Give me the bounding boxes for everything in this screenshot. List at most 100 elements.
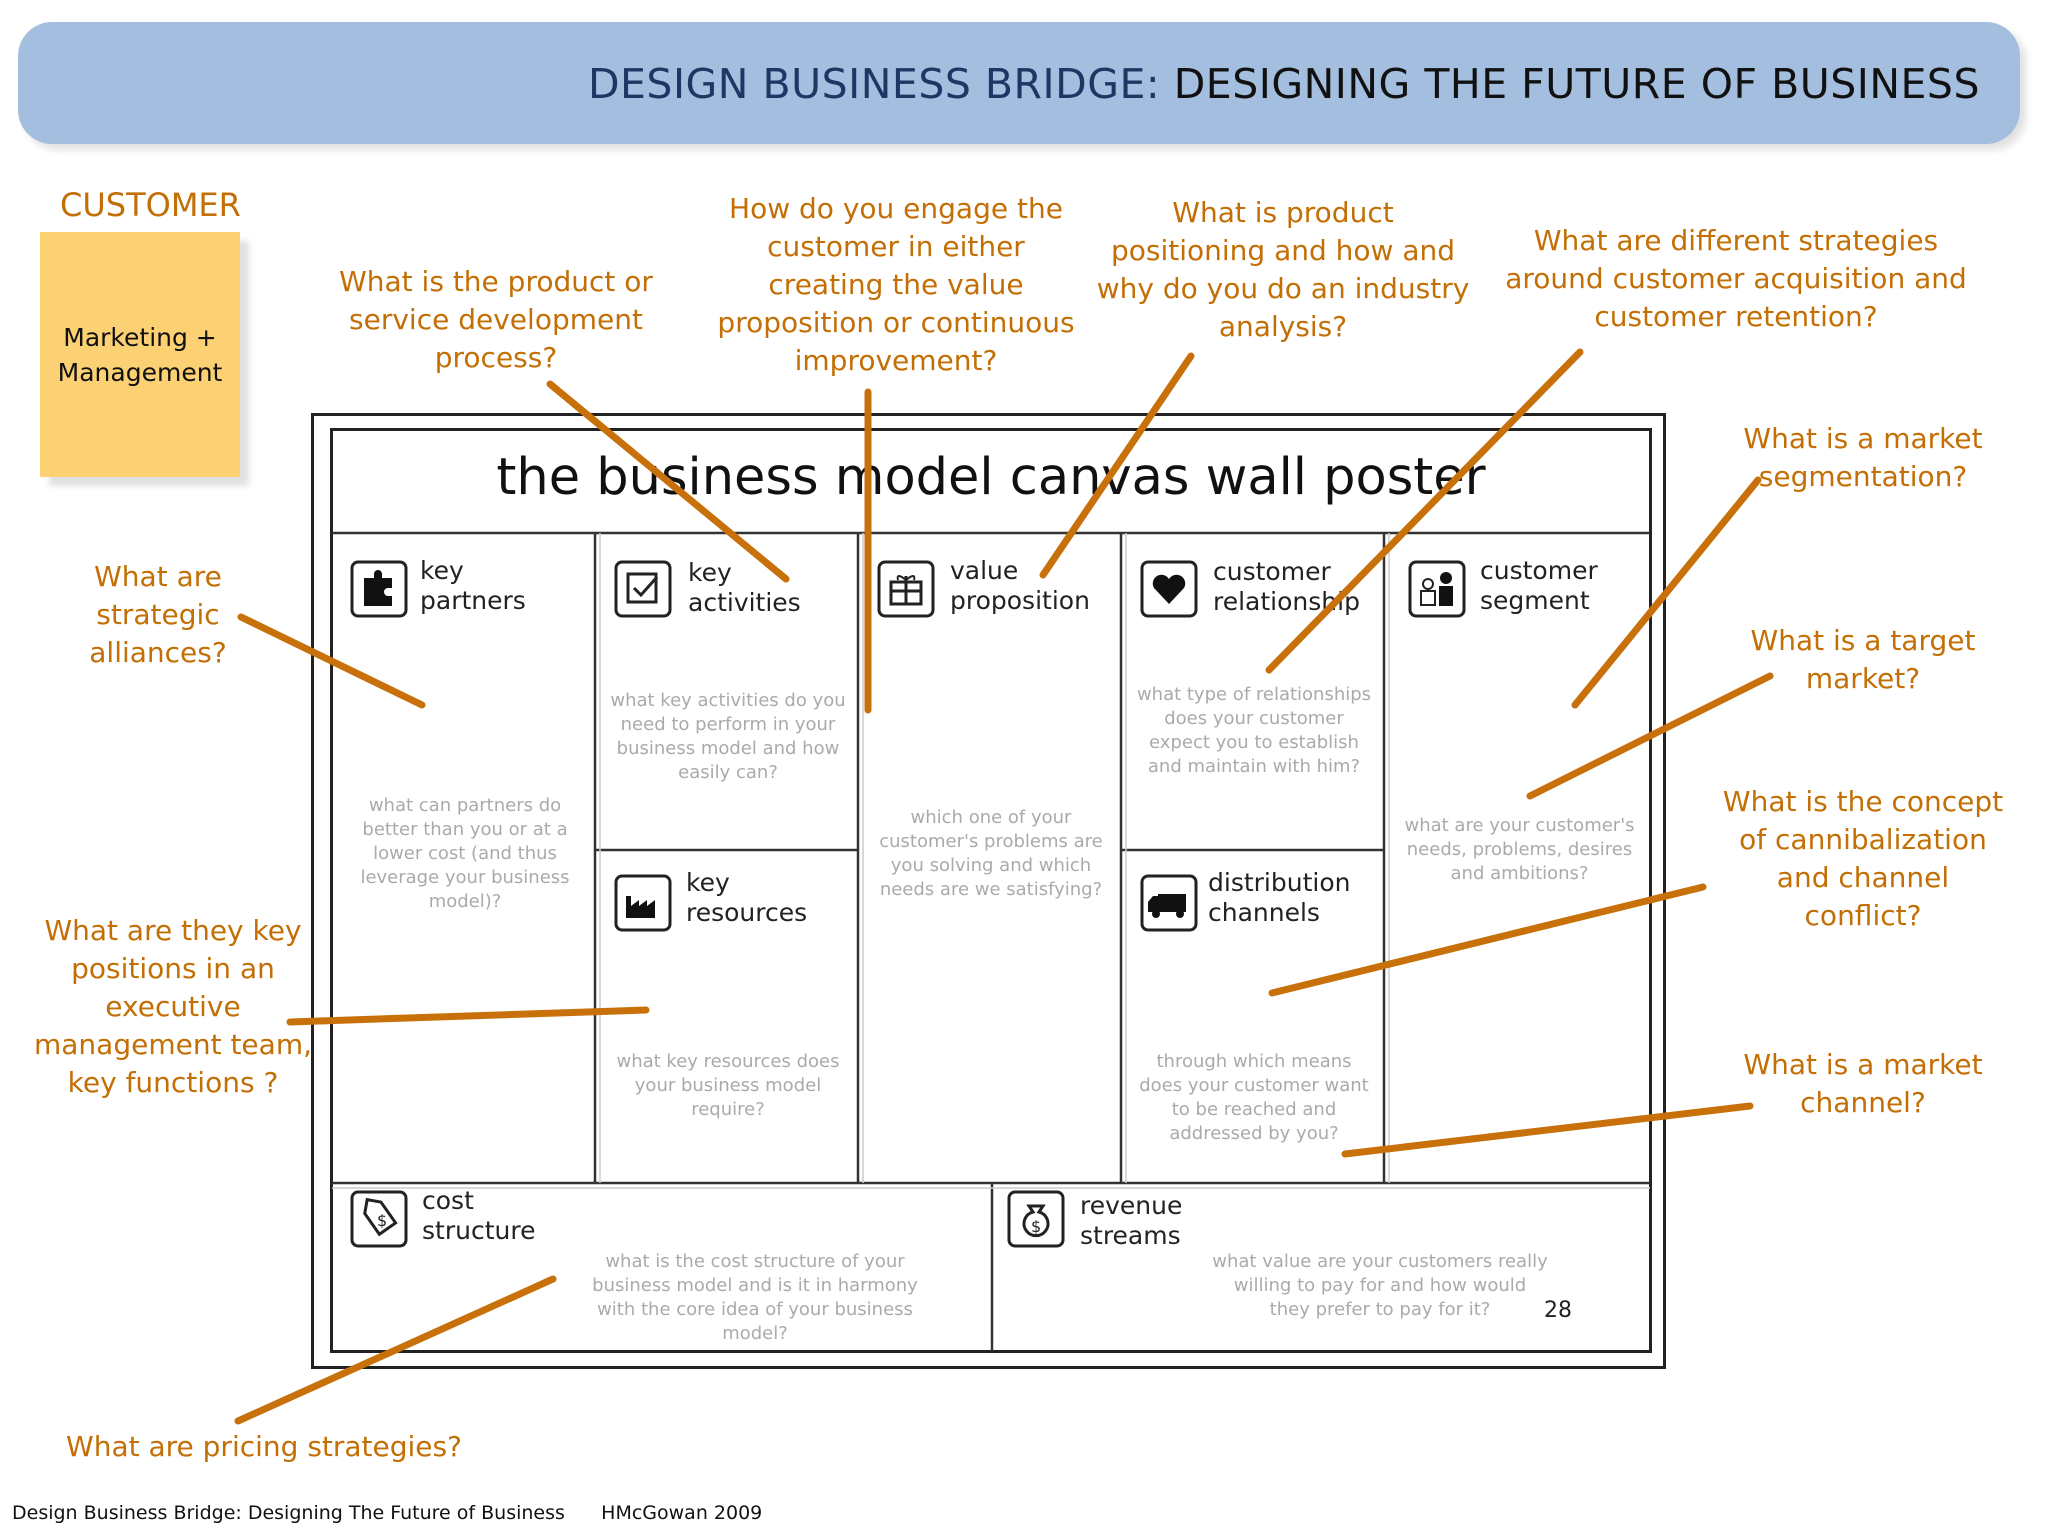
connector-pricing	[234, 1275, 557, 1425]
q-line: customer retention?	[1594, 300, 1878, 333]
cell-desc-line: leverage your business	[360, 867, 570, 888]
q-line: analysis?	[1218, 310, 1348, 343]
q-line: process?	[434, 341, 558, 374]
cell-desc-line: does your customer	[1164, 708, 1344, 729]
q-line: strategic	[96, 598, 220, 631]
connector-product-dev	[546, 380, 790, 583]
banner-title-highlight: DESIGN BUSINESS BRIDGE:	[587, 60, 1161, 108]
banner-title: DESIGN BUSINESS BRIDGE: DESIGNING THE FU…	[588, 60, 1980, 108]
svg-text:$: $	[377, 1211, 387, 1230]
q-line: channel?	[1800, 1086, 1926, 1119]
cell-desc-line: customer's problems are	[879, 831, 1103, 852]
footer-right: HMcGowan 2009	[601, 1502, 763, 1524]
cell-desc-line: model)?	[428, 891, 502, 912]
q-line: What is the product or	[339, 265, 653, 298]
cell-title-line: distribution	[1208, 868, 1351, 897]
q-line: conflict?	[1804, 899, 1922, 932]
cell-desc-line: business model and how	[616, 738, 840, 759]
cell-title-line: proposition	[950, 586, 1090, 615]
q-line: key functions ?	[67, 1066, 279, 1099]
footer: Design Business Bridge: Designing The Fu…	[12, 1502, 762, 1524]
cell-title-line: cost	[422, 1186, 474, 1215]
q-line: improvement?	[794, 344, 998, 377]
customer-label: CUSTOMER	[60, 186, 241, 224]
people-icon	[1408, 560, 1466, 618]
cell-desc-line: your business model	[634, 1075, 822, 1096]
q-line: How do you engage the	[729, 192, 1063, 225]
cell-desc-value-proposition: which one of your customer's problems are…	[866, 806, 1116, 902]
cell-desc-line: what are your customer's	[1404, 815, 1635, 836]
q-line: customer in either	[767, 230, 1025, 263]
connector-segmentation	[1571, 476, 1762, 709]
q-line: What is the concept	[1722, 785, 2004, 818]
q-line: positions in an	[71, 952, 275, 985]
cell-desc-line: what type of relationships	[1136, 684, 1372, 705]
factory-icon	[614, 874, 672, 932]
truck-icon	[1140, 874, 1198, 932]
cell-desc-line: what is the cost structure of your	[605, 1251, 905, 1272]
heart-icon	[1140, 560, 1198, 618]
cell-title-line: value	[950, 556, 1019, 585]
checkbox-icon	[614, 560, 672, 618]
q-line: around customer acquisition and	[1505, 262, 1967, 295]
cell-desc-line: with the core idea of your business	[597, 1299, 913, 1320]
cell-title-line: channels	[1208, 898, 1320, 927]
q-line: management team,	[33, 1028, 313, 1061]
cell-desc-line: through which means	[1156, 1051, 1352, 1072]
q-line: alliances?	[89, 636, 227, 669]
banner-title-rest: DESIGNING THE FUTURE OF BUSINESS	[1173, 60, 1980, 108]
connector-alliances	[237, 613, 426, 709]
cell-desc-line: need to perform in your	[620, 714, 836, 735]
cell-desc-line: model?	[722, 1323, 788, 1344]
q-line: why do you do an industry	[1096, 272, 1470, 305]
cell-title-line: structure	[422, 1216, 536, 1245]
cell-title-line: resources	[686, 898, 808, 927]
gift-icon	[877, 560, 935, 618]
cell-desc-line: to be reached and	[1171, 1099, 1337, 1120]
price-tag-icon: $	[350, 1190, 408, 1248]
cell-desc-line: needs are we satisfying?	[879, 879, 1103, 900]
cell-title-line: segment	[1480, 586, 1590, 615]
cell-desc-line: you solving and which	[890, 855, 1092, 876]
cell-desc-customer-segment: what are your customer's needs, problems,…	[1392, 814, 1647, 886]
q-line: positioning and how and	[1110, 234, 1456, 267]
question-alliances: What are strategic alliances?	[89, 558, 226, 672]
cell-desc-line: business model and is it in harmony	[592, 1275, 918, 1296]
connector-positioning	[1039, 352, 1195, 579]
connector-target	[1526, 672, 1774, 800]
q-line: What is a market	[1743, 422, 1983, 455]
cell-desc-line: easily can?	[678, 762, 778, 783]
question-positioning: What is product positioning and how and wh…	[1097, 194, 1470, 346]
cell-desc-line: they prefer to pay for it?	[1269, 1299, 1491, 1320]
q-line: What is a target	[1750, 624, 1976, 657]
cell-desc-line: addressed by you?	[1169, 1123, 1339, 1144]
cell-title-line: partners	[420, 586, 526, 615]
q-line: What is product	[1172, 196, 1394, 229]
cell-desc-line: willing to pay for and how would	[1233, 1275, 1527, 1296]
q-line: What are they key	[44, 914, 302, 947]
title-banner: DESIGN BUSINESS BRIDGE: DESIGNING THE FU…	[18, 22, 2020, 144]
poster-page-number: 28	[1544, 1298, 1572, 1323]
cell-desc-line: which one of your	[910, 807, 1072, 828]
q-line: market?	[1805, 662, 1921, 695]
cell-desc-line: needs, problems, desires	[1406, 839, 1633, 860]
q-line: What are	[94, 560, 222, 593]
sticky-line-1: Marketing +	[63, 322, 217, 352]
q-line: creating the value	[768, 268, 1024, 301]
